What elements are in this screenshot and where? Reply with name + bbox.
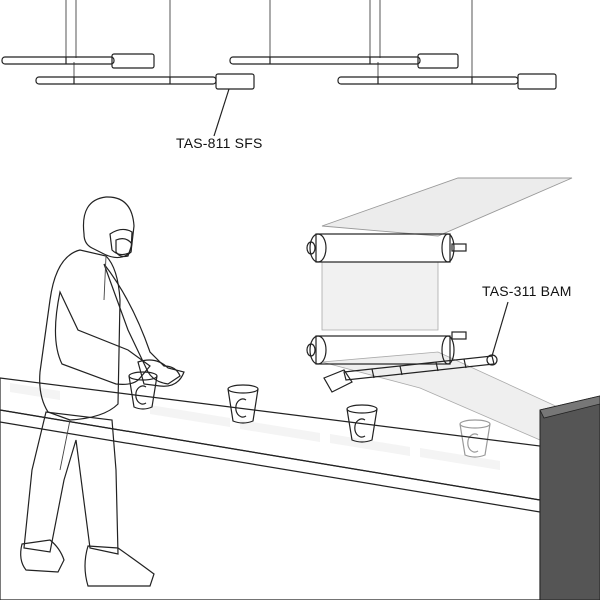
ceiling-ionizer-bar-icon <box>337 73 557 90</box>
cup-icon <box>346 404 378 443</box>
film-roller-icon <box>306 331 467 365</box>
cup-icon <box>227 384 259 424</box>
roller-ionizer-bar-icon <box>323 301 509 393</box>
sfs-leader-line <box>213 88 230 137</box>
ceiling-ionizers <box>1 0 557 137</box>
cup-icon <box>459 419 491 458</box>
ceiling-ionizer-bar-icon <box>35 73 255 90</box>
cleanroom-worker-icon <box>20 196 185 587</box>
callout-ceiling-ionizer: TAS-811 SFS <box>176 135 263 151</box>
ceiling-ionizer-bar-icon <box>1 53 155 69</box>
film-roller-icon <box>306 233 467 263</box>
film-web-assembly <box>306 177 573 441</box>
ceiling-ionizer-bar-icon <box>229 53 459 69</box>
conveyor <box>0 377 600 600</box>
bam-leader-line <box>491 301 509 357</box>
callout-roller-ionizer: TAS-311 BAM <box>482 283 572 299</box>
